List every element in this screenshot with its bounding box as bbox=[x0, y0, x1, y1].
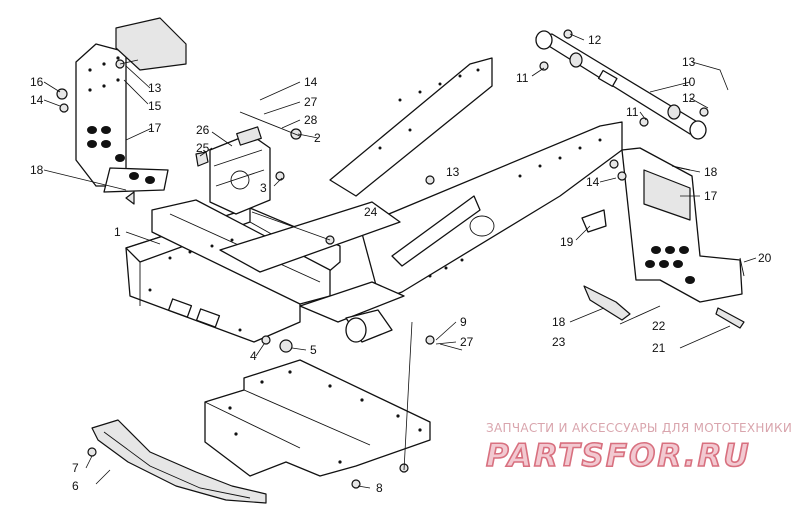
callout-11: 11 bbox=[516, 71, 529, 85]
callout-25: 25 bbox=[196, 141, 210, 155]
callout-18: 18 bbox=[30, 163, 44, 177]
leader-lines bbox=[43, 33, 757, 489]
callout-19: 19 bbox=[560, 235, 574, 249]
callout-11: 11 bbox=[626, 105, 639, 119]
watermark-tagline: ЗАПЧАСТИ И АКСЕССУАРЫ ДЛЯ МОТОТЕХНИКИ bbox=[486, 421, 792, 435]
callout-13: 13 bbox=[148, 81, 162, 95]
steering-bracket bbox=[209, 126, 271, 215]
callout-3: 3 bbox=[260, 181, 267, 195]
callout-13: 13 bbox=[682, 55, 696, 69]
watermark-logo: PARTSFOR.RU bbox=[486, 438, 751, 474]
callout-18: 18 bbox=[552, 315, 566, 329]
callout-17: 17 bbox=[148, 121, 162, 135]
callout-5: 5 bbox=[310, 343, 317, 357]
callout-28: 28 bbox=[304, 113, 318, 127]
callout-26: 26 bbox=[196, 123, 210, 137]
callout-24: 24 bbox=[364, 205, 378, 219]
callout-20: 20 bbox=[758, 251, 772, 265]
callout-7: 7 bbox=[72, 461, 79, 475]
hardware bbox=[56, 29, 745, 489]
callout-27: 27 bbox=[304, 95, 318, 109]
callout-14: 14 bbox=[30, 93, 44, 107]
callout-27: 27 bbox=[460, 335, 474, 349]
callout-18: 18 bbox=[704, 165, 718, 179]
callout-15: 15 bbox=[148, 99, 162, 113]
callout-2: 2 bbox=[314, 131, 321, 145]
callout-23: 23 bbox=[552, 335, 566, 349]
callout-17: 17 bbox=[704, 189, 718, 203]
callout-22: 22 bbox=[652, 319, 666, 333]
callout-labels: 16 14 18 13 15 17 14 27 28 2 26 25 3 13 … bbox=[30, 33, 772, 495]
callout-14: 14 bbox=[586, 175, 600, 189]
callout-13: 13 bbox=[446, 165, 460, 179]
main-chassis bbox=[125, 57, 623, 343]
callout-12: 12 bbox=[682, 91, 696, 105]
callout-14: 14 bbox=[304, 75, 318, 89]
callout-9: 9 bbox=[460, 315, 467, 329]
callout-4: 4 bbox=[250, 349, 257, 363]
callout-1: 1 bbox=[114, 225, 121, 239]
callout-8: 8 bbox=[376, 481, 383, 495]
left-footrest bbox=[75, 17, 187, 205]
watermark: ЗАПЧАСТИ И АКСЕССУАРЫ ДЛЯ МОТОТЕХНИКИ PA… bbox=[485, 421, 792, 475]
callout-16: 16 bbox=[30, 75, 44, 89]
skid-plate bbox=[204, 359, 431, 477]
callout-6: 6 bbox=[72, 479, 79, 493]
right-footrest bbox=[581, 147, 745, 329]
rear-axle bbox=[535, 30, 707, 140]
callout-12: 12 bbox=[588, 33, 602, 47]
callout-10: 10 bbox=[682, 75, 696, 89]
front-bumper bbox=[91, 419, 267, 504]
callout-21: 21 bbox=[652, 341, 666, 355]
